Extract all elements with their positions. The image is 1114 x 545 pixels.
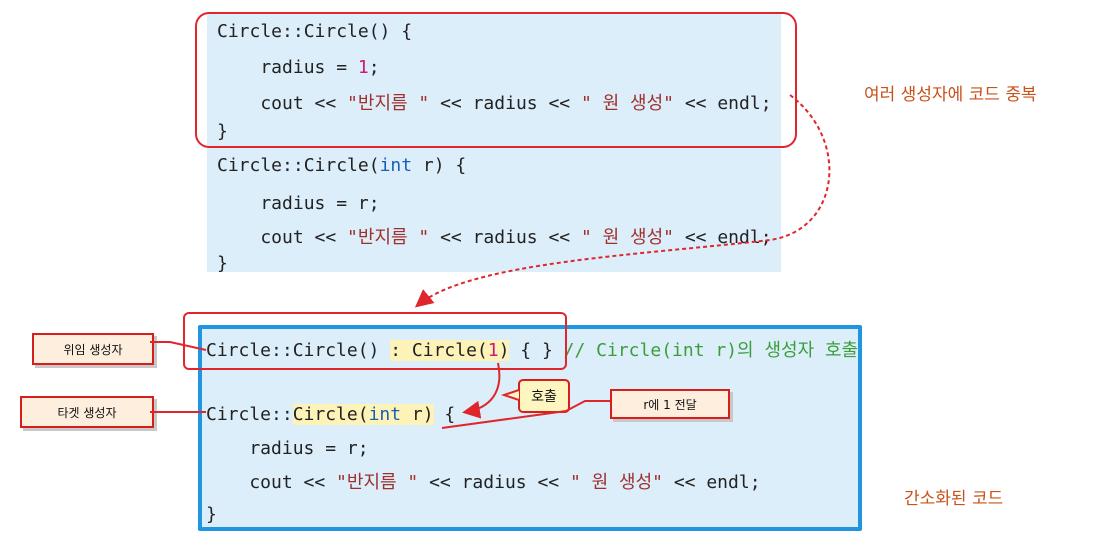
simplified-code-note: 간소화된 코드 (904, 489, 1004, 509)
delegating-initializer: : Circle(1) (390, 340, 510, 361)
pass-r-callout: r에 1 전달 (610, 389, 730, 419)
target-ctor-close: } (206, 504, 217, 525)
target-ctor-cout: cout << "반지름 " << radius << " 원 생성" << e… (206, 472, 761, 493)
delegating-comment: // Circle(int r)의 생성자 호출 (563, 340, 859, 361)
ctor1-assign: radius = 1; (217, 57, 380, 78)
target-ctor-callout: 타겟 생성자 (20, 396, 154, 428)
duplicate-code-frame (195, 12, 797, 148)
target-ctor-signature: Circle::Circle(int r) { (206, 404, 456, 425)
ctor2-close: } (217, 253, 228, 274)
ctor2-assign: radius = r; (217, 193, 380, 214)
call-label: 호출 (518, 379, 570, 413)
ctor2-cout: cout << "반지름 " << radius << " 원 생성" << e… (217, 227, 772, 248)
target-ctor-name: Circle(int r) (292, 404, 434, 425)
ctor2-signature: Circle::Circle(int r) { (217, 155, 467, 176)
target-ctor-assign: radius = r; (206, 438, 369, 459)
duplicate-code-note: 여러 생성자에 코드 중복 (864, 85, 1037, 105)
delegating-ctor-line: Circle::Circle() : Circle(1) { } // Circ… (206, 340, 859, 361)
ctor1-signature: Circle::Circle() { (217, 21, 413, 42)
delegating-ctor-frame (183, 312, 567, 370)
ctor1-close: } (217, 121, 228, 142)
delegating-ctor-callout: 위임 생성자 (32, 333, 154, 365)
